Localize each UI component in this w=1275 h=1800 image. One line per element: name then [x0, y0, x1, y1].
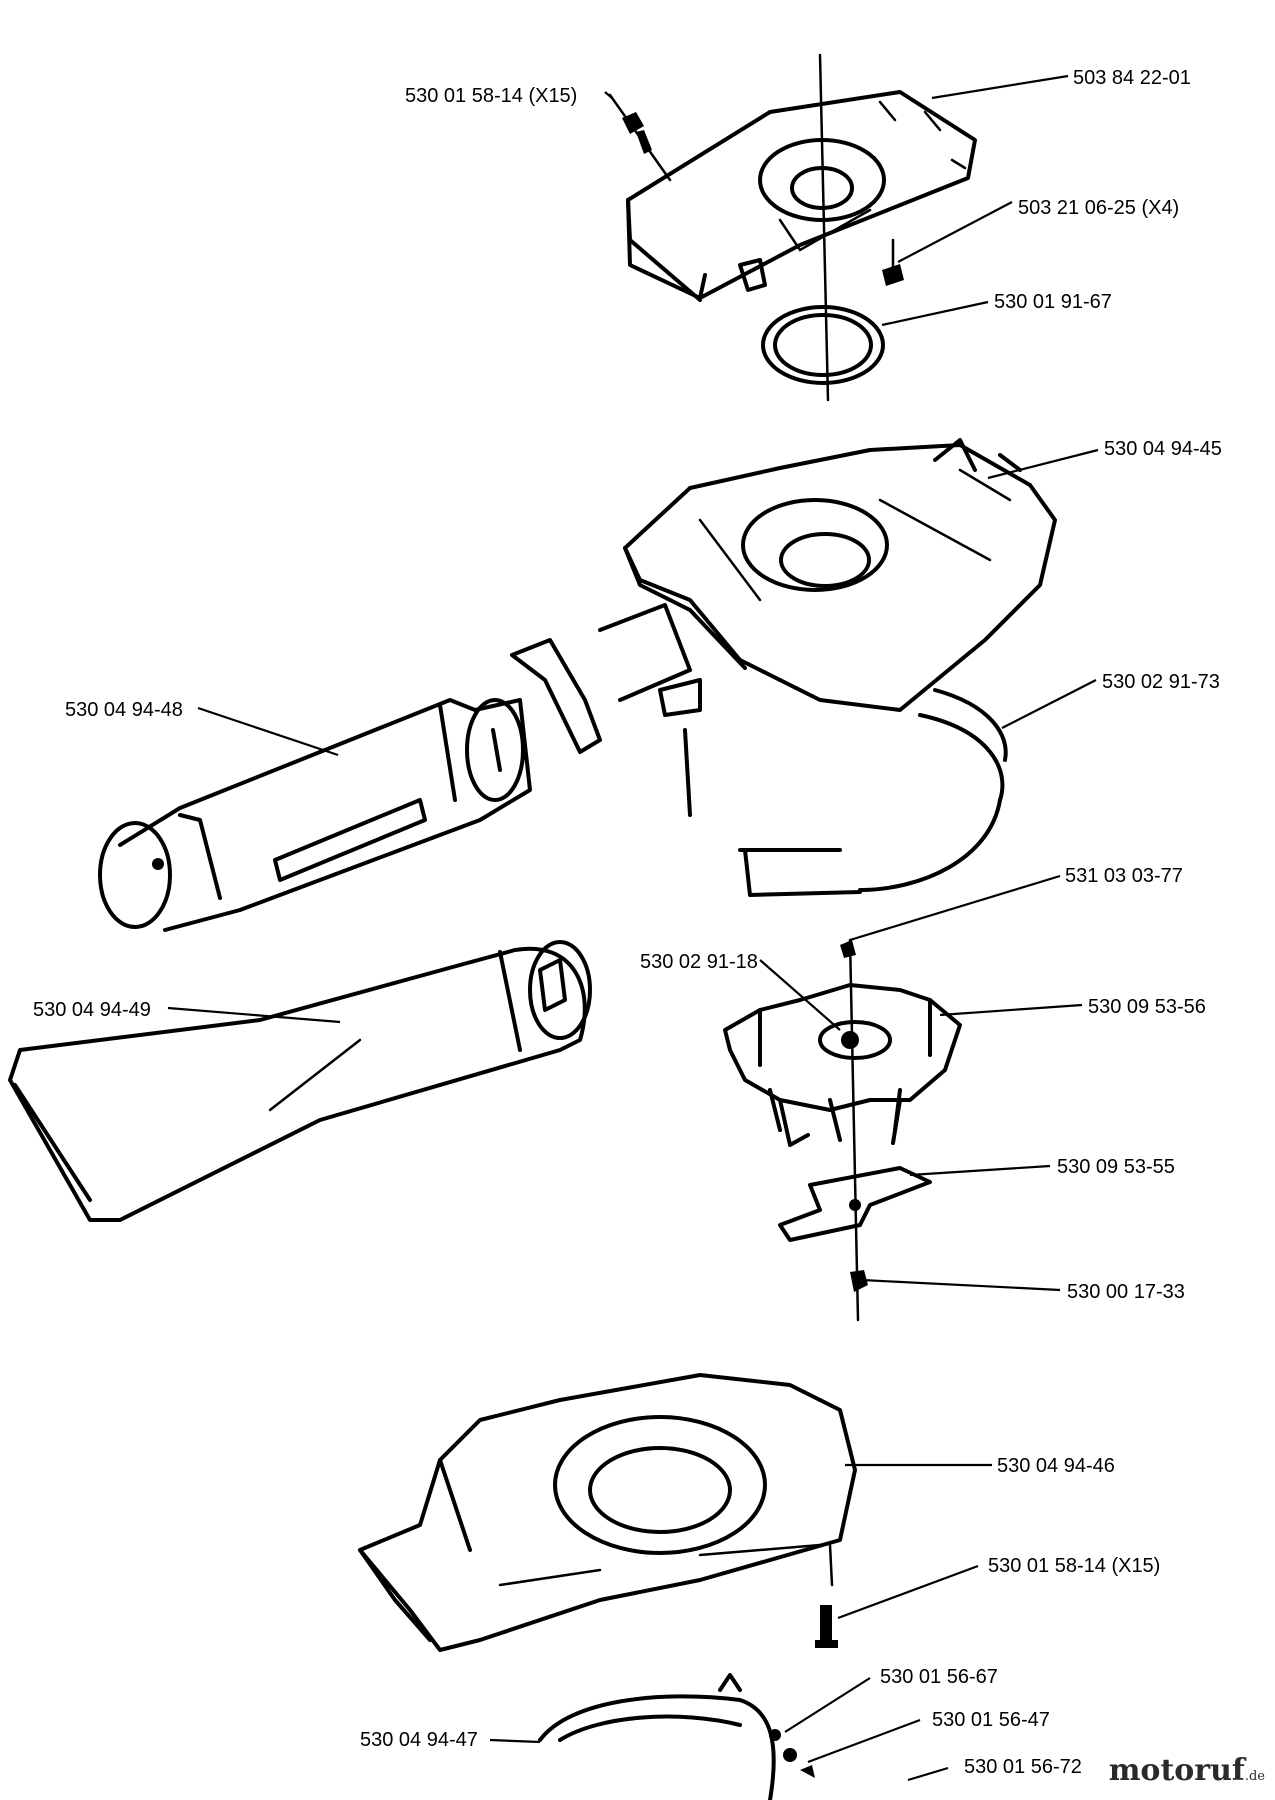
- cutting-blade: [778, 1166, 932, 1242]
- label-530-01-56-67: 530 01 56-67: [880, 1666, 998, 1688]
- label-530-01-58-14-bottom: 530 01 58-14 (X15): [988, 1555, 1160, 1577]
- label-530-01-58-14-top: 530 01 58-14 (X15): [405, 85, 577, 107]
- label-530-02-91-73: 530 02 91-73: [1102, 671, 1220, 693]
- watermark-brand: motoruf: [1108, 1753, 1245, 1788]
- label-530-04-94-45: 530 04 94-45: [1104, 438, 1222, 460]
- label-503-84-22-01: 503 84 22-01: [1073, 67, 1191, 89]
- shroud: [683, 688, 1008, 897]
- label-530-04-94-48: 530 04 94-48: [65, 699, 183, 721]
- upper-housing: [510, 438, 1057, 754]
- labels: 530 01 58-14 (X15) 503 84 22-01 503 21 0…: [33, 67, 1222, 1778]
- screw-503-21-06-25: [882, 238, 904, 286]
- label-503-21-06-25: 503 21 06-25 (X4): [1018, 197, 1179, 219]
- label-530-04-94-47: 530 04 94-47: [360, 1729, 478, 1751]
- ring-seal: [761, 305, 885, 385]
- lower-housing: [358, 1373, 857, 1652]
- watermark-tld: .de: [1244, 1769, 1265, 1784]
- label-530-01-56-72: 530 01 56-72: [964, 1756, 1082, 1778]
- leader-lines: [167, 74, 1099, 1782]
- blower-nozzle: [8, 940, 592, 1222]
- label-530-04-94-49: 530 04 94-49: [33, 999, 151, 1021]
- impeller-fan: [723, 938, 962, 1322]
- label-530-09-53-56: 530 09 53-56: [1088, 996, 1206, 1018]
- label-530-00-17-33: 530 00 17-33: [1067, 1281, 1185, 1303]
- label-530-09-53-55: 530 09 53-55: [1057, 1156, 1175, 1178]
- top-cover-plate: [626, 90, 977, 302]
- label-530-01-56-47: 530 01 56-47: [932, 1709, 1050, 1731]
- watermark-logo: motoruf.de: [1109, 1753, 1265, 1788]
- screw-lower: [815, 1605, 838, 1648]
- assembly-axis-top: [818, 53, 830, 402]
- nut: [850, 1270, 868, 1292]
- label-530-02-91-18: 530 02 91-18: [640, 951, 758, 973]
- blower-tube: [98, 698, 532, 932]
- label-530-01-91-67: 530 01 91-67: [994, 291, 1112, 313]
- bottom-bowl: [538, 1673, 815, 1800]
- screw-top-left: [608, 93, 672, 182]
- label-530-04-94-46: 530 04 94-46: [997, 1455, 1115, 1477]
- label-531-03-03-77: 531 03 03-77: [1065, 865, 1183, 887]
